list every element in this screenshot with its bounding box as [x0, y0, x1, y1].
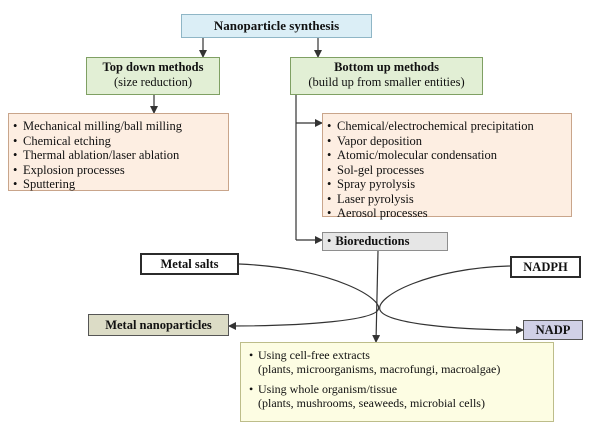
bottom-up-methods-box: Bottom up methods (build up from smaller…	[290, 57, 483, 95]
source-detail: (plants, mushrooms, seaweeds, microbial …	[258, 396, 485, 410]
source-main: Using cell-free extracts	[249, 348, 370, 362]
curve-nadph-to-nadp	[379, 265, 524, 334]
nanoparticle-synthesis-title: Nanoparticle synthesis	[181, 14, 372, 38]
bottom-up-heading: Bottom up methods	[334, 60, 439, 74]
list-item: Laser pyrolysis	[327, 192, 567, 207]
list-item: Chemical/electrochemical precipitation	[327, 119, 567, 134]
nadph-box: NADPH	[510, 256, 581, 278]
bioreductions-label: Bioreductions	[327, 234, 409, 248]
metal-nanoparticles-box: Metal nanoparticles	[88, 314, 229, 336]
top-down-methods-list: Mechanical milling/ball milling Chemical…	[8, 113, 229, 191]
list-item: Aerosol processes	[327, 206, 567, 221]
list-item: Vapor deposition	[327, 134, 567, 149]
metal-salts-box: Metal salts	[140, 253, 239, 275]
list-item: Chemical etching	[13, 134, 224, 149]
bioreduction-sources-box: Using cell-free extracts (plants, microo…	[240, 342, 554, 422]
top-down-heading: Top down methods	[102, 60, 204, 74]
nadp-box: NADP	[523, 320, 583, 340]
list-item: Spray pyrolysis	[327, 177, 567, 192]
list-item: Thermal ablation/laser ablation	[13, 148, 224, 163]
top-down-methods-box: Top down methods (size reduction)	[86, 57, 220, 95]
bottom-up-methods-list: Chemical/electrochemical precipitation V…	[322, 113, 572, 220]
list-item: Using whole organism/tissue (plants, mus…	[249, 382, 549, 410]
list-item: Mechanical milling/ball milling	[13, 119, 224, 134]
source-detail: (plants, microorganisms, macrofungi, mac…	[258, 362, 501, 376]
bottom-up-subheading: (build up from smaller entities)	[308, 75, 465, 89]
top-down-subheading: (size reduction)	[113, 75, 193, 89]
curve-metal-salts-to-nanoparticles	[228, 263, 380, 330]
list-item: Using cell-free extracts (plants, microo…	[249, 348, 549, 376]
arrow-bioreductions-to-extracts	[372, 250, 381, 343]
bioreductions-box: Bioreductions	[322, 232, 448, 251]
list-item: Sol-gel processes	[327, 163, 567, 178]
list-item: Sputtering	[13, 177, 224, 192]
list-item: Atomic/molecular condensation	[327, 148, 567, 163]
list-item: Explosion processes	[13, 163, 224, 178]
source-main: Using whole organism/tissue	[249, 382, 397, 396]
